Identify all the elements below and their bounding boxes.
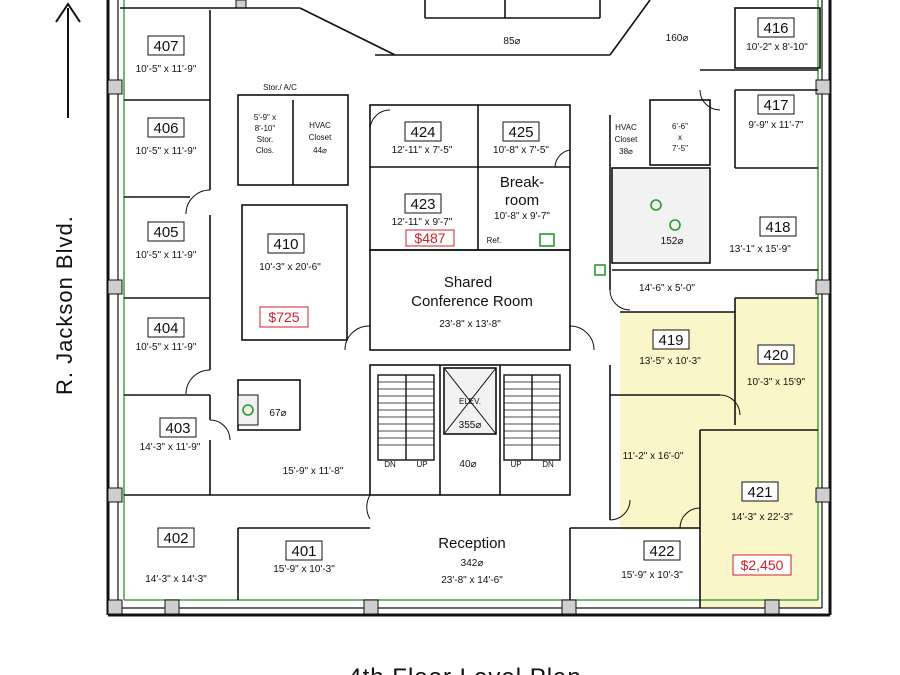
- price-boxes: [259, 229, 792, 576]
- sink-icon: [539, 233, 555, 247]
- conference-label: Shared: [444, 274, 492, 291]
- stair-left-up: UP: [416, 460, 427, 469]
- right-offices: [569, 7, 821, 608]
- top-area-160: 160⌀: [666, 33, 689, 44]
- highlighted-suite: [620, 298, 820, 608]
- stair-left-dn: DN: [384, 460, 396, 469]
- restroom-area: 67⌀: [269, 408, 286, 419]
- stor-closet-dim: 5'-9" x: [254, 113, 276, 122]
- hvac-closet-1-area: 44⌀: [313, 146, 327, 155]
- room-401-dims: 15'-9" x 10'-3": [273, 564, 335, 575]
- stair-right-up: UP: [510, 460, 521, 469]
- stair-right-dn: DN: [542, 460, 554, 469]
- conference-dims: 23'-8" x 13'-8": [439, 319, 501, 330]
- room-402-number: 402: [163, 530, 188, 547]
- room-417-dims: 9'-9" x 11'-7": [748, 120, 804, 131]
- door-swings: [185, 89, 741, 529]
- room-420-dims: 10'-3" x 15'9": [747, 377, 806, 388]
- room-401-number: 401: [291, 543, 316, 560]
- suite-dims: 11'-2" x 16'-0": [623, 451, 684, 462]
- room-416-dims: 10'-2" x 8'-10": [746, 42, 808, 53]
- north-arrow-icon: [55, 2, 81, 118]
- room-410-price: $725: [268, 309, 299, 325]
- room-403-number: 403: [165, 420, 190, 437]
- sink-icon: [594, 264, 606, 276]
- room-407-number: 407: [153, 38, 178, 55]
- room-425-number: 425: [508, 124, 533, 141]
- room-405-number: 405: [153, 224, 178, 241]
- hall-left-dims: 15'-9" x 11'-8": [283, 466, 344, 477]
- room-424-dims: 12'-11" x 7'-5": [392, 145, 453, 156]
- room-406-number: 406: [153, 120, 178, 137]
- conference-label2: Conference Room: [411, 293, 533, 310]
- hvac-closet-1-label: HVAC: [309, 121, 331, 130]
- restroom-fixtures: [237, 199, 681, 426]
- room-403-dims: 14'-3" x 11'-9": [140, 442, 201, 453]
- room-420-number: 420: [763, 347, 788, 364]
- stor-ac-label: Stor./ A/C: [263, 83, 297, 92]
- toilet-icon: [650, 199, 662, 211]
- room-423-dims: 12'-11" x 9'-7": [392, 217, 453, 228]
- room-422-number: 422: [649, 543, 674, 560]
- room-425-dims: 10'-8" x 7'-5": [493, 145, 549, 156]
- toilet-icon: [669, 219, 681, 231]
- core-walls: [237, 0, 651, 496]
- hvac-closet-1-label2: Closet: [309, 133, 332, 142]
- breakroom-label: Break-: [500, 174, 544, 191]
- room-424-number: 424: [410, 124, 435, 141]
- top-area-85: 85⌀: [503, 36, 520, 47]
- room-421-dims: 14'-3" x 22'-3": [731, 512, 793, 523]
- room-421-number: 421: [747, 484, 772, 501]
- elevator-area: 355⌀: [459, 420, 482, 431]
- toilet-icon: [242, 404, 254, 416]
- room-410-number: 410: [273, 236, 298, 253]
- reception-label: Reception: [438, 535, 506, 552]
- street-label: R. Jackson Blvd.: [52, 215, 77, 395]
- room-404-number: 404: [153, 320, 178, 337]
- elevator-label: ELEV.: [459, 397, 481, 406]
- room-418-number: 418: [765, 219, 790, 236]
- left-offices: [120, 7, 396, 600]
- room-410-dims: 10'-3" x 20'-6": [259, 262, 321, 273]
- room-405-dims: 10'-5" x 11'-9": [136, 250, 197, 261]
- corridor-dims: 14'-6" x 5'-0": [639, 283, 695, 294]
- hvac-closet-2-label: HVAC: [615, 123, 637, 132]
- plan-title: 4th Floor Level Plan: [348, 664, 581, 675]
- small-closet-dim1: 6'-6": [672, 122, 688, 131]
- reception-area: 342⌀: [461, 558, 484, 569]
- small-closet-dim3: 7'-5": [672, 144, 688, 153]
- room-417-number: 417: [763, 97, 788, 114]
- room-422-dims: 15'-9" x 10'-3": [621, 570, 683, 581]
- stairs: [377, 374, 561, 461]
- room-418-dims: 13'-1" x 15'-9": [729, 244, 791, 255]
- room-419-dims: 13'-5" x 10'-3": [639, 356, 701, 367]
- stor-closet-label: Stor.: [257, 135, 273, 144]
- room-423-number: 423: [410, 196, 435, 213]
- restroom-2-area: 152⌀: [661, 236, 684, 247]
- ref-label: Ref.: [487, 236, 502, 245]
- room-421-price: $2,450: [741, 557, 784, 573]
- reception-dims: 23'-8" x 14'-6": [441, 575, 503, 586]
- small-closet-dim2: x: [678, 133, 682, 142]
- room-number-boxes: [147, 17, 797, 561]
- room-423-price: $487: [414, 230, 445, 246]
- stor-closet-label2: Clos.: [256, 146, 274, 155]
- breakroom-dims: 10'-8" x 9'-7": [494, 211, 550, 222]
- breakroom-label2: room: [505, 192, 539, 209]
- columns: [107, 0, 831, 615]
- room-406-dims: 10'-5" x 11'-9": [136, 146, 197, 157]
- room-419-number: 419: [658, 332, 683, 349]
- room-416-number: 416: [763, 20, 788, 37]
- lobby-area: 40⌀: [459, 459, 476, 470]
- room-402-dims: 14'-3" x 14'-3": [145, 574, 207, 585]
- hvac-closet-2-area: 38⌀: [619, 147, 633, 156]
- stor-closet-dim2: 8'-10": [255, 124, 276, 133]
- room-404-dims: 10'-5" x 11'-9": [136, 342, 197, 353]
- hvac-closet-2-label2: Closet: [615, 135, 638, 144]
- room-407-dims: 10'-5" x 11'-9": [136, 64, 197, 75]
